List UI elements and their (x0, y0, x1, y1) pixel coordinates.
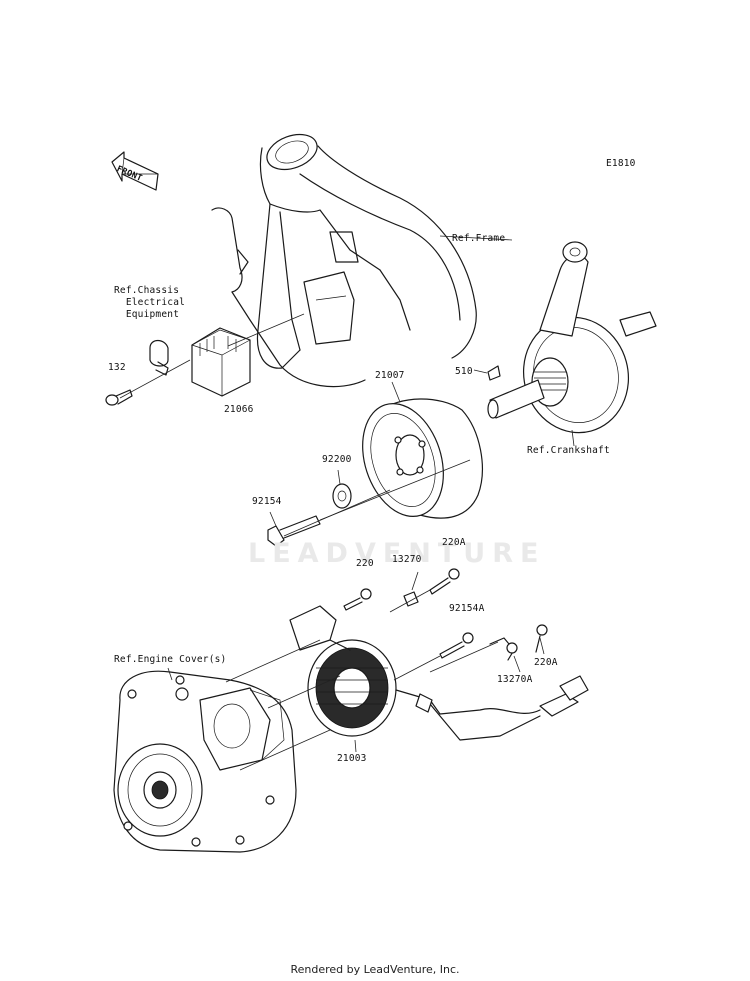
bolt-132-drawing (105, 389, 133, 406)
part-label-510[interactable]: 510 (455, 366, 473, 377)
stator-drawing (289, 605, 589, 753)
bolt-92154-drawing (267, 511, 321, 547)
part-label-21003[interactable]: 21003 (337, 753, 367, 764)
rotor-drawing (362, 381, 483, 519)
part-label-13270A[interactable]: 13270A (497, 674, 533, 685)
engine-cover-drawing (113, 667, 297, 853)
frame-drawing (211, 133, 477, 388)
bolt-92154A-drawing (439, 632, 474, 659)
washer-drawing (332, 469, 352, 509)
ref-frame-label: Ref.Frame (452, 233, 506, 244)
regulator-drawing (119, 327, 251, 399)
ref-crankshaft-label: Ref.Crankshaft (527, 445, 610, 456)
bolt-220A-top-drawing (429, 568, 460, 595)
part-label-220[interactable]: 220 (356, 558, 374, 569)
part-label-92200[interactable]: 92200 (322, 454, 352, 465)
front-arrow-icon (111, 151, 159, 191)
ref-chassis-label: Ref.Chassis Electrical Equipment (114, 285, 186, 320)
bolt-220A-right-drawing (535, 624, 548, 655)
watermark-text: LEADVENTURE (248, 538, 546, 569)
part-label-220A-top[interactable]: 220A (442, 537, 466, 548)
part-label-92154[interactable]: 92154 (252, 496, 282, 507)
part-label-132[interactable]: 132 (108, 362, 126, 373)
part-label-220A-right[interactable]: 220A (534, 657, 558, 668)
ref-engine-cover-label: Ref.Engine Cover(s) (114, 654, 227, 665)
part-label-92154A[interactable]: 92154A (449, 603, 485, 614)
clamp-13270A-drawing (489, 637, 521, 673)
assembly-lines (225, 235, 513, 771)
crankshaft-drawing (487, 241, 657, 447)
screw-220-drawing (343, 588, 372, 611)
footer-credit: Rendered by LeadVenture, Inc. (290, 963, 460, 976)
part-label-21007[interactable]: 21007 (375, 370, 405, 381)
woodruff-key-drawing (473, 365, 501, 381)
part-label-21066[interactable]: 21066 (224, 404, 254, 415)
diagram-code: E1810 (606, 158, 636, 169)
part-label-13270[interactable]: 13270 (392, 554, 422, 565)
